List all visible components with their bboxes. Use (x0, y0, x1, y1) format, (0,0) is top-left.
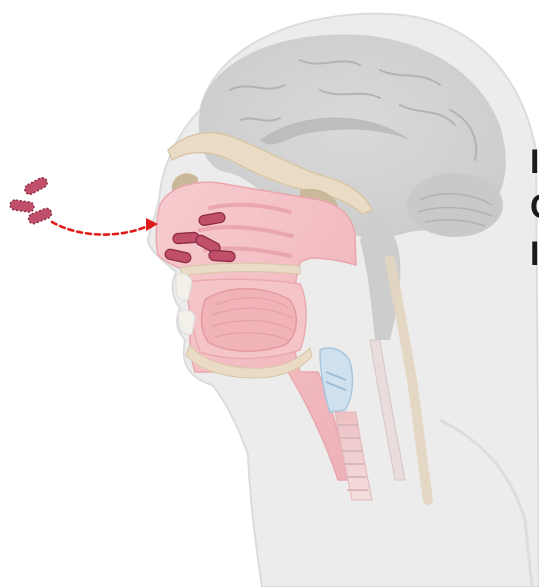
inhalation-arrow (52, 222, 148, 235)
cut-text-line-2: C (530, 190, 539, 224)
cut-text-line-1: I (530, 145, 539, 179)
bacterium (23, 176, 49, 196)
bacterium (173, 232, 200, 244)
bacterium (209, 250, 236, 262)
bacterium (9, 199, 34, 212)
cut-text-line-3: I (530, 237, 539, 271)
cerebellum (407, 173, 503, 237)
inhaled-bacteria (9, 176, 53, 225)
